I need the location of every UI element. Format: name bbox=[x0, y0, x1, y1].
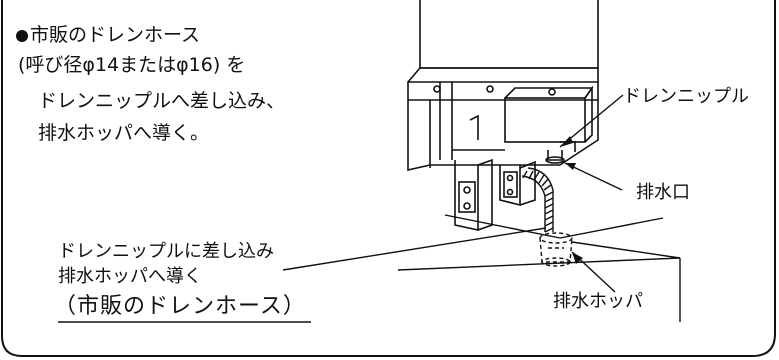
label-drain-nipple: ドレンニップル bbox=[623, 86, 749, 107]
instruction-line-1-text: 市販のドレンホース bbox=[30, 24, 201, 46]
floor-lines bbox=[397, 214, 681, 322]
drain-hose bbox=[521, 167, 554, 233]
drain-hopper bbox=[539, 232, 573, 267]
label-hopper: 排水ホッパ bbox=[553, 291, 643, 312]
instruction-line-3: ドレンニップルへ差し込み、 bbox=[38, 90, 286, 112]
instruction-line-4: 排水ホッパへ導く。 bbox=[38, 122, 210, 144]
instruction-line-1: 市販のドレンホース bbox=[16, 22, 200, 48]
hose-note-line-3: （市販のドレンホース） bbox=[54, 294, 306, 319]
unit-body bbox=[407, 0, 599, 172]
label-drain-outlet: 排水口 bbox=[636, 182, 690, 203]
bullet-icon bbox=[16, 29, 28, 42]
leader-arrowheads bbox=[560, 136, 583, 264]
hose-note-line-2: 排水ホッパへ導く bbox=[58, 266, 202, 287]
hose-note-line-1: ドレンニップルに差し込み bbox=[58, 241, 274, 262]
drain-nipple-shape bbox=[545, 150, 565, 164]
instruction-line-2: (呼び径φ14またはφ16) を bbox=[18, 54, 246, 76]
